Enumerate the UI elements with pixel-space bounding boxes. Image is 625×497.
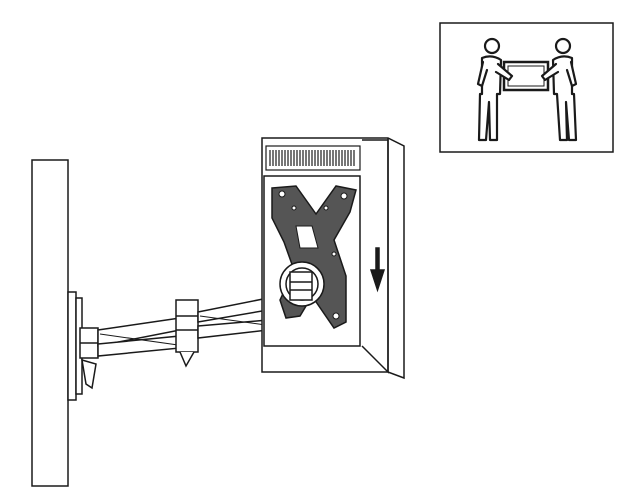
wall	[31, 159, 69, 487]
tv-mounting-plate	[271, 185, 357, 329]
screw-icon	[323, 205, 329, 211]
swivel-hub	[279, 261, 325, 307]
screw-icon	[332, 312, 340, 320]
screw-icon	[340, 192, 348, 200]
elbow-joint	[175, 299, 199, 353]
screw-icon	[278, 190, 286, 198]
vent-grille	[265, 145, 361, 171]
two-person-lift-callout	[439, 22, 614, 153]
wall-section	[31, 159, 69, 487]
articulating-arm	[79, 269, 289, 368]
screw-icon	[291, 205, 297, 211]
vent-hatch-lines	[269, 150, 355, 166]
screw-icon	[331, 251, 337, 257]
person-right-icon	[540, 37, 578, 142]
arrow-down-icon	[369, 247, 386, 293]
person-left-icon	[476, 37, 514, 142]
arm-segment-2	[197, 297, 269, 323]
carried-tv-icon	[502, 60, 550, 92]
